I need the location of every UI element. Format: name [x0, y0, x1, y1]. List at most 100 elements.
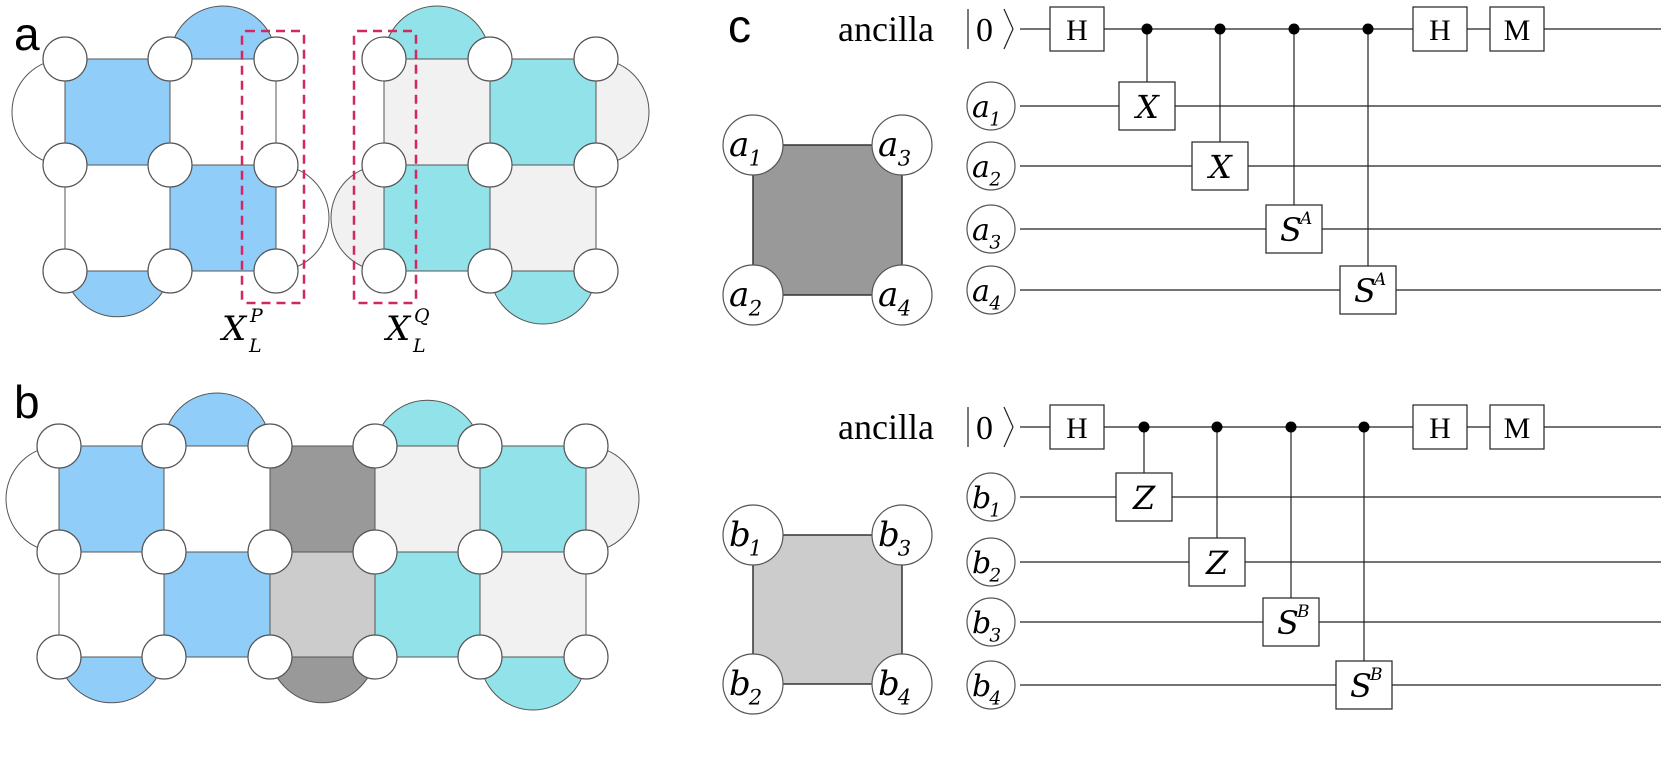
plaquette-p-11	[64, 58, 171, 166]
circuit-qubit-label-base: a	[972, 213, 990, 248]
plaquette-qubit-label-base: a	[729, 275, 749, 315]
circuit-qubit-label: b4	[972, 669, 1001, 709]
qubit	[352, 529, 398, 575]
circuit-qubit-label: b3	[972, 606, 1001, 646]
plaquette	[58, 551, 165, 658]
measure-gate	[1489, 404, 1545, 450]
qubit-grid-merged	[36, 423, 609, 680]
hadamard-gate	[1412, 6, 1468, 52]
circuit-qubit-label: b2	[972, 546, 1001, 586]
control-dot	[1141, 23, 1153, 35]
circuit-qubit-label-base: a	[972, 90, 990, 125]
qubit	[467, 142, 513, 188]
qubit	[36, 634, 82, 680]
qubit	[352, 634, 398, 680]
plaquette-b-square	[752, 534, 903, 685]
svg-text:Q: Q	[414, 305, 430, 327]
gate-sup: A	[1372, 270, 1386, 290]
plaquette-qubit-label-base: a	[729, 125, 749, 165]
circuit-qubit	[966, 472, 1016, 522]
svg-text:L: L	[248, 335, 262, 357]
logical-x-q-label: X Q L	[383, 305, 430, 357]
plaquette	[163, 445, 271, 553]
svg-text:L: L	[412, 335, 426, 357]
plaquette-q-21	[383, 164, 491, 272]
plaquette	[374, 445, 481, 553]
gate-label: S	[1354, 272, 1376, 310]
circuit-qubit-label-sub: 3	[989, 232, 1001, 253]
stabilizer-plaquette-b	[752, 534, 903, 685]
qubit	[253, 248, 299, 294]
ancilla-label: ancilla	[838, 407, 934, 447]
circuit-qubit	[966, 660, 1016, 710]
circuit-qubit-label-base: b	[972, 669, 991, 704]
ket-zero: 0	[976, 12, 993, 49]
controlled-gate	[1118, 81, 1176, 131]
plaquette-qubit-label: b3	[878, 515, 911, 561]
controlled-gate	[1188, 537, 1246, 587]
plaquette-qubit-label-sub: 3	[898, 146, 911, 171]
plaquette-qubit-label-base: b	[878, 664, 900, 704]
circuit-qubit	[966, 597, 1016, 647]
hadamard-gate-label: H	[1429, 412, 1451, 445]
plaquette-a-square	[752, 144, 903, 296]
plaquette-qubit-label-sub: 1	[749, 146, 762, 171]
plaquette-q-22	[489, 164, 597, 272]
gate-label: Z	[1132, 479, 1156, 517]
panel-label-b: b	[14, 376, 40, 428]
control-dot	[1358, 421, 1370, 433]
circuit-qubit	[966, 265, 1016, 315]
controlled-gate	[1335, 660, 1393, 710]
qubit	[361, 248, 407, 294]
qubit	[361, 142, 407, 188]
qubit	[42, 142, 88, 188]
plaquette-qubit-label: b4	[878, 664, 911, 710]
gate-sup: B	[1369, 665, 1383, 685]
measure-gate-label: M	[1504, 14, 1531, 47]
circuit-qubit-label-base: b	[972, 481, 991, 516]
gate-sup: B	[1296, 602, 1310, 622]
controlled-gate	[1191, 141, 1249, 191]
plaquette-qubit-label-base: b	[729, 515, 751, 555]
measure-gate-label: M	[1504, 412, 1531, 445]
control-dot	[1214, 23, 1226, 35]
control-dot	[1288, 23, 1300, 35]
qubit	[147, 36, 193, 82]
circuit-qubit-label-sub: 2	[988, 169, 1001, 190]
circuit-qubit-label-sub: 1	[989, 500, 1001, 521]
qubit	[457, 423, 503, 469]
qubit	[247, 529, 293, 575]
qubit	[141, 529, 187, 575]
circuit-qubit-label-sub: 1	[989, 109, 1001, 130]
controlled-gate	[1262, 597, 1320, 647]
circuit-qubit-label-sub: 4	[988, 293, 1001, 314]
gate-label: S	[1280, 211, 1302, 249]
svg-text:X: X	[219, 309, 248, 349]
circuit-qubit	[966, 204, 1016, 254]
circuit-qubit	[966, 537, 1016, 587]
svg-text:X: X	[383, 309, 412, 349]
circuit-qubit-label-sub: 2	[988, 565, 1001, 586]
stabilizer-plaquette-a	[752, 144, 903, 296]
plaquette	[374, 551, 481, 658]
plaquette-qubit-label-sub: 2	[748, 685, 762, 710]
plaquette-qubit-label-sub: 1	[749, 536, 762, 561]
qubit	[573, 142, 619, 188]
qubit	[573, 248, 619, 294]
hadamard-gate	[1049, 6, 1105, 52]
panel-a-lattice: X P L X Q L	[11, 5, 650, 357]
qubit	[253, 142, 299, 188]
qubit	[42, 248, 88, 294]
plaquette-qubit	[871, 264, 933, 326]
qubit	[573, 36, 619, 82]
controlled-gate	[1115, 472, 1173, 522]
